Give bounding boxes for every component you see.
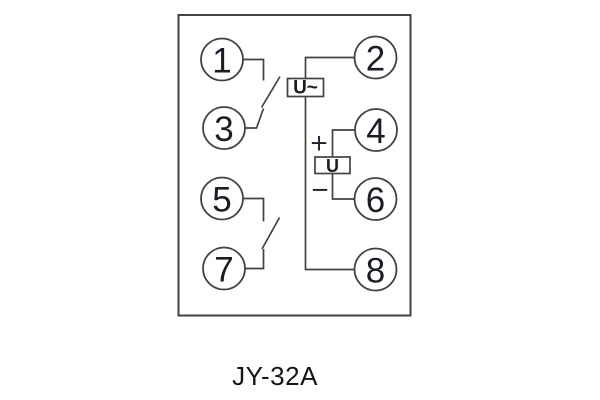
pin-circle-4	[354, 108, 398, 152]
pin-circle-7	[202, 246, 246, 291]
pin-label-5: 5	[212, 181, 231, 220]
pin3-lead-wire	[245, 108, 265, 129]
pin5-lead-wire	[243, 197, 265, 222]
pin-label-4: 4	[366, 112, 385, 151]
pin-circle-6	[353, 177, 398, 221]
pin-label-6: 6	[366, 181, 385, 220]
pin-circle-5	[200, 176, 244, 221]
pin-label-3: 3	[214, 110, 233, 149]
terminal-pin-6: 6	[353, 177, 398, 221]
pin-label-2: 2	[366, 40, 385, 79]
pin-label-7: 7	[214, 251, 233, 290]
pin1-lead-wire	[243, 58, 265, 81]
polarity-minus-sign: −	[310, 177, 329, 203]
switch-blade-5-7	[261, 217, 281, 250]
pin-circle-3	[202, 106, 246, 150]
pin-circle-8	[353, 247, 398, 292]
terminal-pin-7: 7	[202, 246, 246, 291]
terminal-pin-8: 8	[353, 247, 398, 292]
terminal-pin-4: 4	[354, 108, 398, 152]
ac-voltage-branch: U~	[286, 56, 355, 271]
dc-voltage-branch: U + −	[309, 129, 355, 203]
dc-voltage-element-box	[314, 156, 351, 175]
terminal-pin-3: 3	[202, 106, 246, 150]
relay-housing-outline	[177, 14, 412, 317]
terminal-pin-1: 1	[200, 37, 244, 82]
pin-label-1: 1	[212, 42, 231, 81]
terminal-pin-5: 5	[200, 176, 244, 221]
pin-circle-2	[353, 35, 398, 80]
ac-voltage-element-label: U~	[293, 78, 318, 99]
switch-blade-1-3	[260, 76, 281, 108]
contact-group-1-3	[243, 58, 281, 129]
pin7-lead-wire	[245, 249, 265, 270]
polarity-plus-sign: +	[309, 131, 328, 157]
pin4-lead-wire	[331, 129, 355, 157]
pin-label-8: 8	[366, 252, 385, 291]
pin-circle-1	[200, 37, 244, 82]
pin2-pin8-wire	[304, 56, 355, 271]
pin6-lead-wire	[331, 173, 355, 200]
contact-group-5-7	[243, 197, 281, 270]
dc-voltage-element-label: U	[326, 156, 339, 176]
ac-voltage-element-box	[286, 77, 325, 98]
figure-caption: JY-32A	[232, 361, 318, 391]
terminal-pin-2: 2	[353, 35, 398, 80]
